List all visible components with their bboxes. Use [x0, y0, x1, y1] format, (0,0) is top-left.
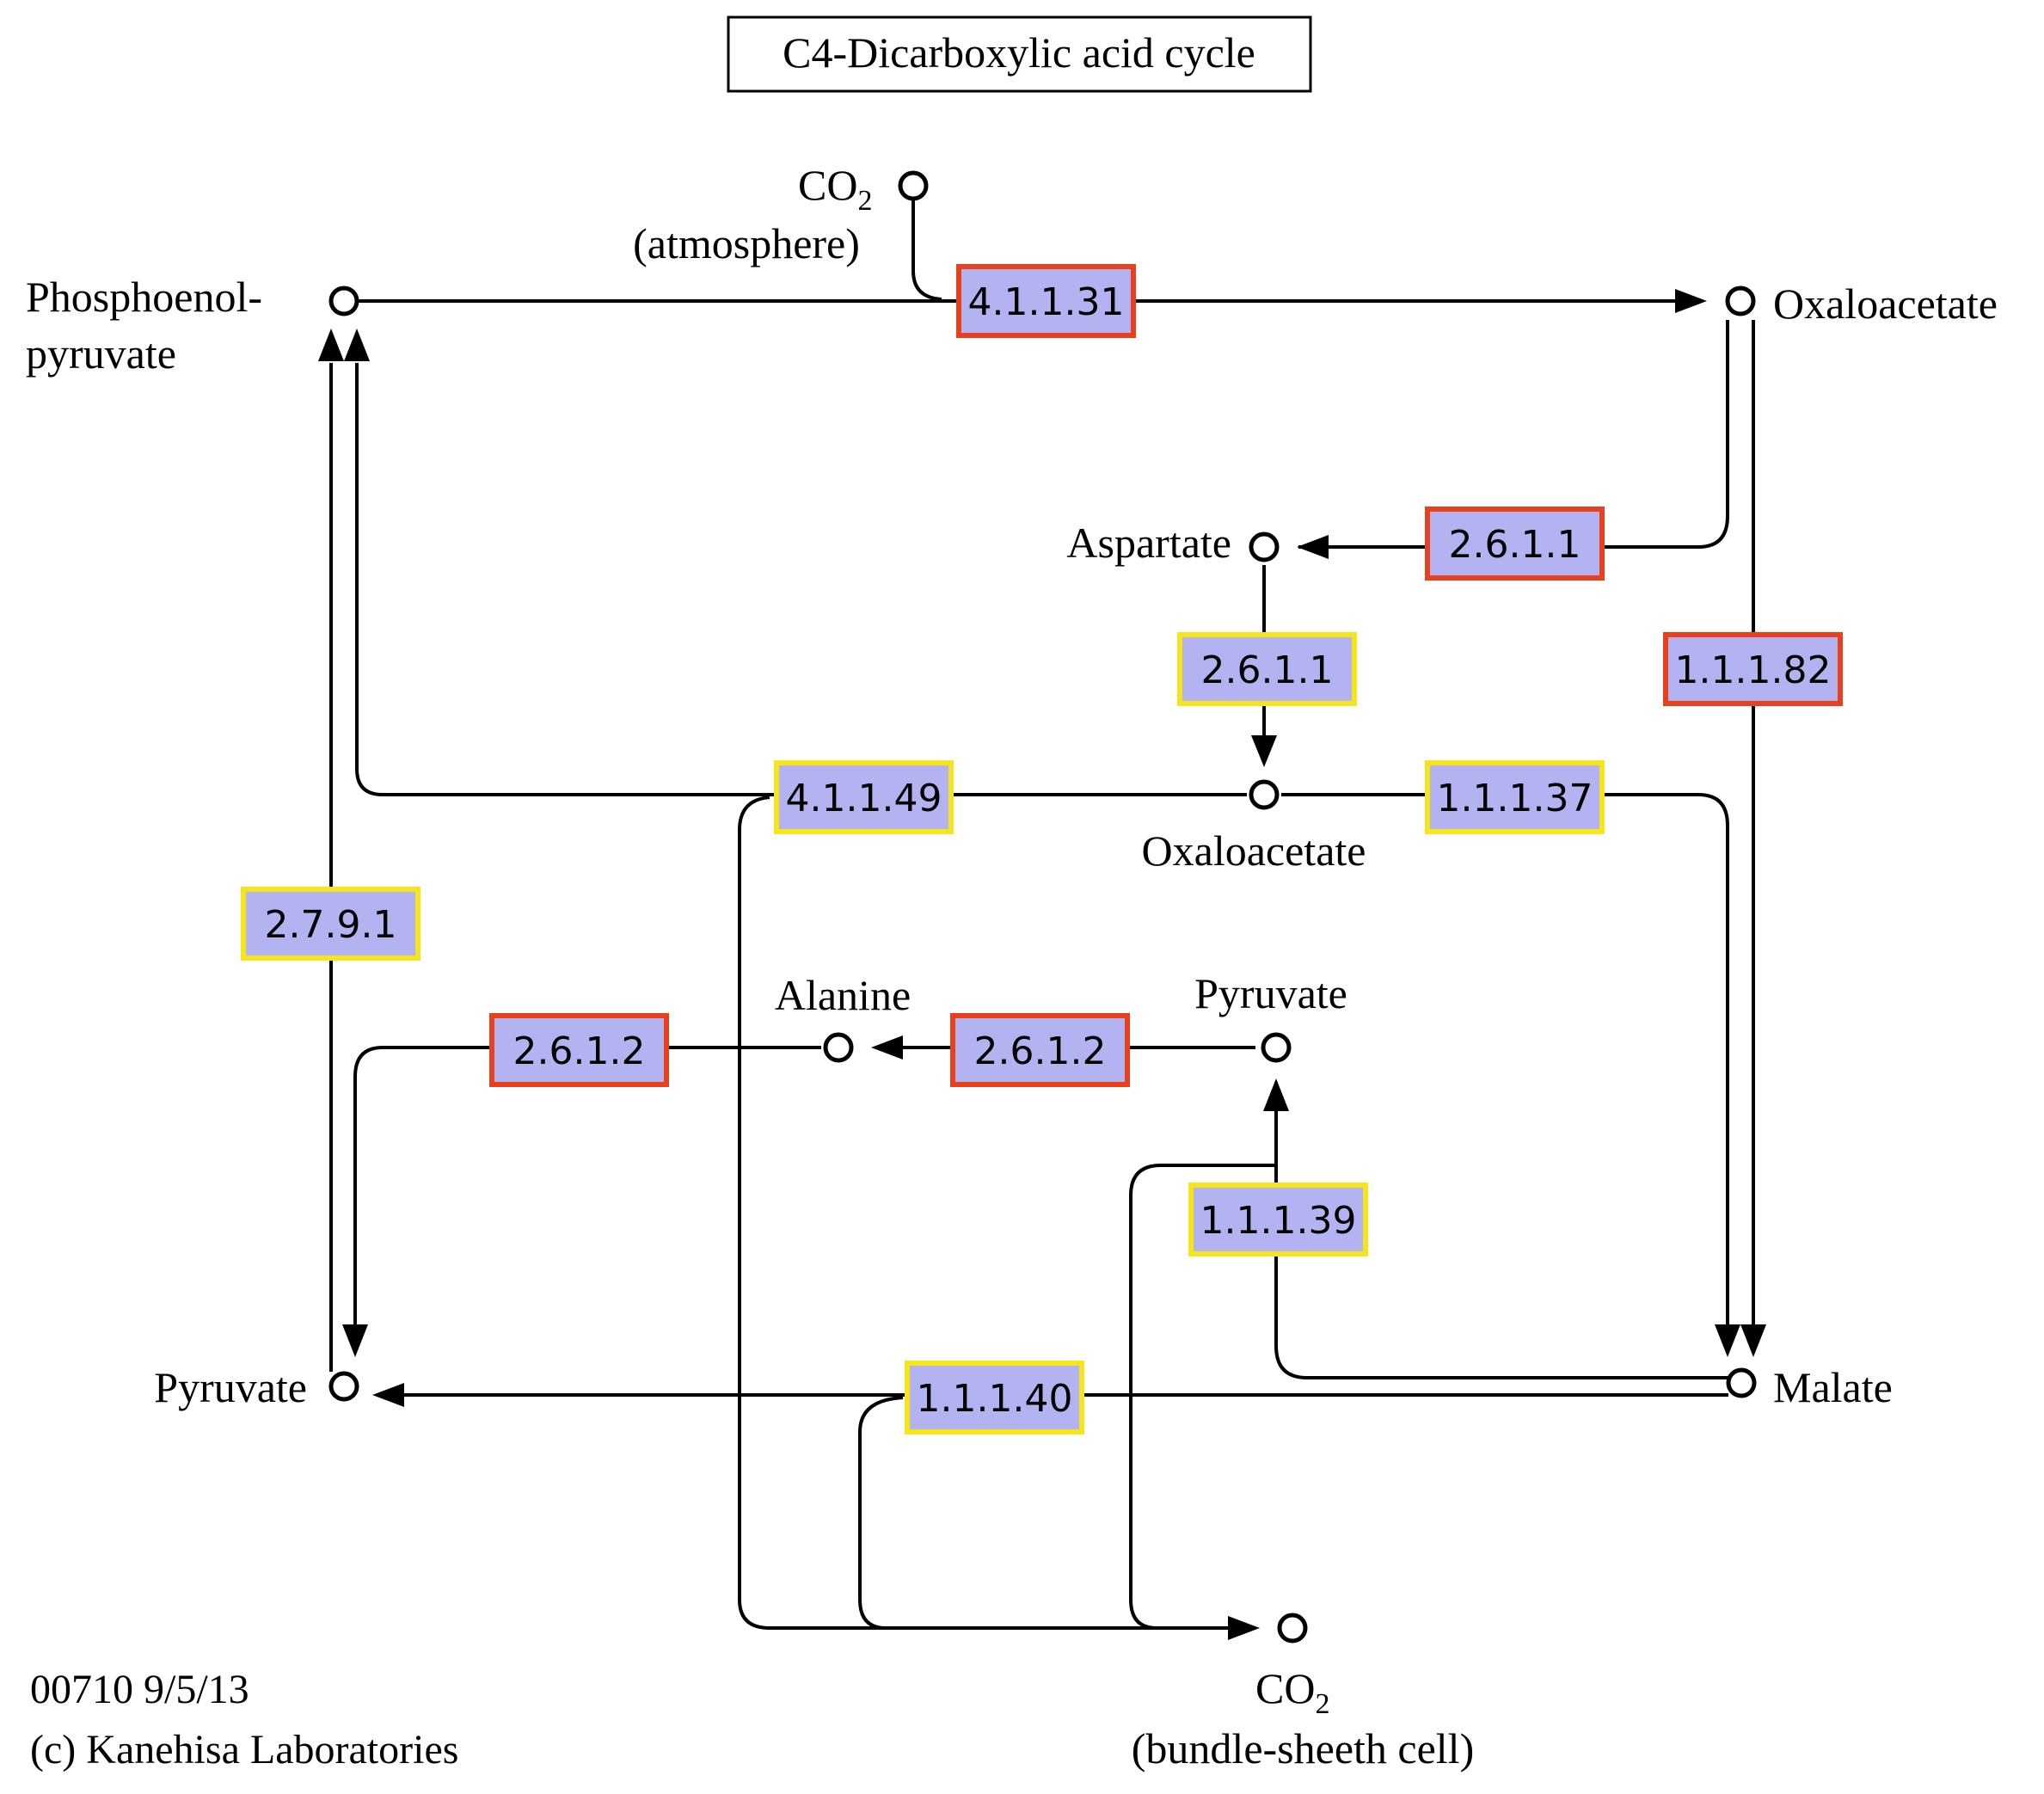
enzyme-ec-1-1-1-37[interactable]: 1.1.1.37 — [1425, 760, 1605, 834]
label-pep-2: pyruvate — [26, 329, 176, 378]
label-pyruvate-left: Pyruvate — [154, 1363, 307, 1411]
label-pyruvate-mid: Pyruvate — [1194, 969, 1347, 1017]
enzyme-ec-4-1-1-49[interactable]: 4.1.1.49 — [774, 760, 954, 834]
node-alanine — [823, 1032, 854, 1063]
arrow-pyruvate-left — [342, 1324, 368, 1357]
line-mal-pyr — [1274, 1109, 1728, 1379]
enzyme-label: 2.6.1.2 — [513, 1029, 646, 1073]
enzyme-label: 1.1.1.40 — [917, 1377, 1073, 1421]
enzyme-box-frame[interactable] — [1177, 632, 1357, 706]
label-pep-1: Phosphoenol- — [26, 273, 262, 321]
node-co2-atm — [898, 170, 929, 201]
arrow-pep-2 — [344, 329, 370, 361]
arrow-co2-bs — [1228, 1616, 1260, 1640]
enzyme-box-frame[interactable] — [950, 1013, 1130, 1087]
enzyme-ec-1-1-1-40[interactable]: 1.1.1.40 — [905, 1361, 1084, 1435]
node-oaa-mid — [1249, 779, 1280, 810]
arrow-pep-1 — [318, 329, 344, 361]
enzyme-label: 4.1.1.49 — [786, 777, 942, 820]
map-id: 00710 9/5/13 — [30, 1667, 249, 1712]
label-atmosphere: (atmosphere) — [633, 219, 860, 267]
enzyme-ec-1-1-1-39[interactable]: 1.1.1.39 — [1188, 1183, 1368, 1256]
enzyme-box-frame[interactable] — [905, 1361, 1084, 1435]
arrow-alanine — [871, 1035, 903, 1060]
node-pyruvate-mid — [1261, 1032, 1292, 1063]
enzyme-ec-2-6-1-1-b[interactable]: 2.6.1.1 — [1177, 632, 1357, 706]
enzyme-label: 1.1.1.82 — [1675, 648, 1832, 692]
enzyme-label: 4.1.1.31 — [968, 280, 1125, 324]
line-co2-1-1-1-39 — [1129, 1164, 1276, 1630]
enzyme-label: 2.6.1.1 — [1449, 523, 1581, 567]
enzyme-boxes: 4.1.1.31 2.6.1.1 2.6.1.1 1.1.1.82 4.1.1.… — [241, 264, 1843, 1435]
line-co2-1-1-1-40 — [858, 1396, 904, 1630]
line-ala-pyr — [353, 1046, 821, 1324]
enzyme-box-frame[interactable] — [1663, 632, 1843, 706]
enzyme-label: 2.6.1.2 — [974, 1029, 1107, 1073]
enzyme-label: 1.1.1.37 — [1437, 777, 1593, 820]
label-oaa-mid: Oxaloacetate — [1142, 826, 1366, 875]
node-aspartate — [1249, 531, 1280, 562]
enzyme-ec-4-1-1-31[interactable]: 4.1.1.31 — [956, 264, 1136, 338]
label-alanine: Alanine — [775, 971, 911, 1019]
node-oaa-top — [1725, 286, 1756, 316]
compound-labels: Phosphoenol- pyruvate CO2 (atmosphere) O… — [26, 161, 1998, 1772]
line-co2-bs — [738, 796, 1230, 1630]
enzyme-box-frame[interactable] — [1425, 507, 1605, 581]
compound-nodes — [328, 170, 1757, 1643]
title-box: C4-Dicarboxylic acid cycle — [727, 15, 1312, 93]
label-co2-bs: CO2 — [1255, 1664, 1329, 1720]
arrowheads — [318, 289, 1766, 1640]
arrow-oaa-mid — [1251, 735, 1277, 767]
enzyme-label: 1.1.1.39 — [1200, 1199, 1357, 1243]
line-oaa-asp — [1298, 320, 1729, 549]
page-title: C4-Dicarboxylic acid cycle — [783, 28, 1255, 77]
node-pep — [328, 286, 359, 316]
label-co2-atm: CO2 — [798, 161, 872, 217]
node-pyruvate-left — [328, 1371, 359, 1402]
label-malate: Malate — [1773, 1363, 1893, 1411]
node-co2-bs — [1277, 1613, 1308, 1643]
enzyme-ec-2-6-1-2-a[interactable]: 2.6.1.2 — [489, 1013, 669, 1087]
enzyme-label: 2.6.1.1 — [1201, 648, 1334, 692]
enzyme-box-frame[interactable] — [956, 264, 1136, 338]
arrow-oaa-top — [1675, 289, 1707, 313]
line-oaa-pep — [355, 363, 1247, 796]
copyright: (c) Kanehisa Laboratories — [30, 1727, 458, 1772]
arrow-pyruvate-left-2 — [372, 1383, 404, 1407]
line-co2-atm — [912, 198, 942, 301]
line-oaa-malate-2 — [1281, 793, 1729, 1324]
enzyme-ec-2-6-1-1-a[interactable]: 2.6.1.1 — [1425, 507, 1605, 581]
enzyme-ec-1-1-1-82[interactable]: 1.1.1.82 — [1663, 632, 1843, 706]
arrow-pyruvate-mid — [1263, 1078, 1289, 1111]
label-bundle-sheath: (bundle-sheeth cell) — [1132, 1724, 1474, 1772]
enzyme-box-frame[interactable] — [1188, 1183, 1368, 1256]
footer: 00710 9/5/13 (c) Kanehisa Laboratories — [30, 1667, 458, 1772]
arrow-malate-1 — [1715, 1324, 1740, 1357]
arrow-malate-2 — [1740, 1324, 1766, 1357]
enzyme-box-frame[interactable] — [489, 1013, 669, 1087]
enzyme-ec-2-6-1-2-b[interactable]: 2.6.1.2 — [950, 1013, 1130, 1087]
label-oaa-top: Oxaloacetate — [1773, 280, 1998, 328]
enzyme-box-frame[interactable] — [241, 887, 420, 961]
enzyme-ec-2-7-9-1[interactable]: 2.7.9.1 — [241, 887, 420, 961]
enzyme-label: 2.7.9.1 — [265, 903, 397, 947]
label-aspartate: Aspartate — [1066, 519, 1231, 567]
enzyme-box-frame[interactable] — [1425, 760, 1605, 834]
enzyme-box-frame[interactable] — [774, 760, 954, 834]
node-malate — [1726, 1367, 1757, 1398]
arrow-aspartate — [1297, 535, 1329, 559]
